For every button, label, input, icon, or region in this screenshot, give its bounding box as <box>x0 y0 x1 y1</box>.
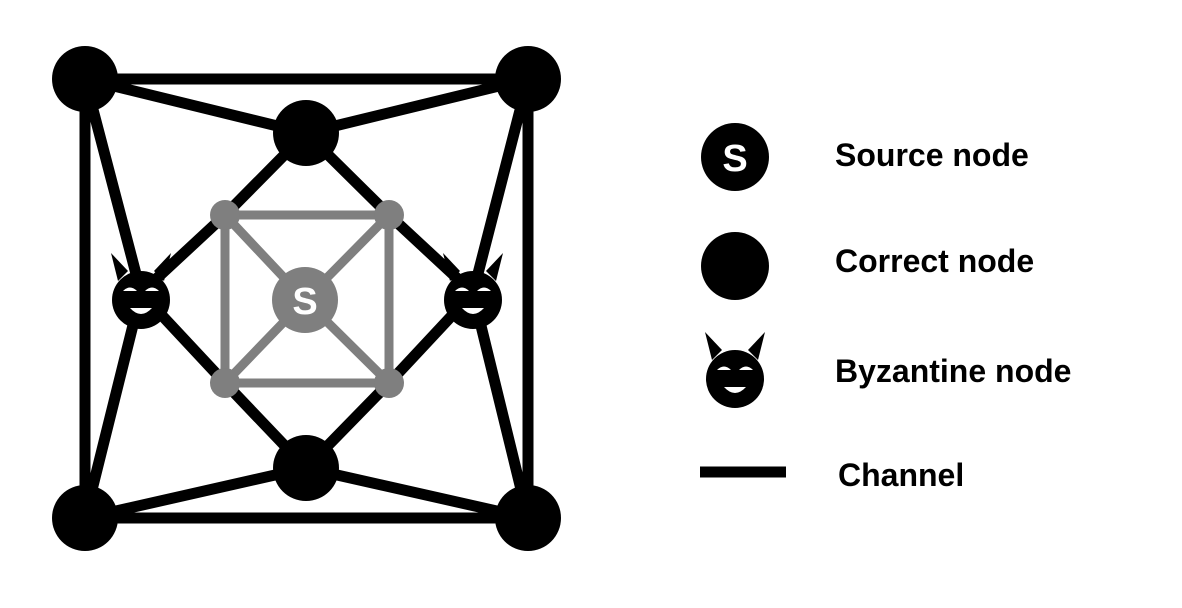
legend-item-channel: Channel <box>700 457 964 493</box>
legend-channel-label: Channel <box>838 457 964 493</box>
legend-source-letter: S <box>722 138 747 180</box>
correct-node-inner-bl <box>210 368 240 398</box>
correct-node-outer-tr <box>495 46 561 112</box>
outer-channels <box>79 73 534 524</box>
channel-outer-tl-byz-left <box>79 73 147 299</box>
legend-byzantine-label: Byzantine node <box>835 353 1071 389</box>
channel-outer-bl-mid-bottom <box>79 462 312 524</box>
source-node-letter: S <box>292 281 317 323</box>
correct-node-outer-br <box>495 485 561 551</box>
channel-outer-bl-byz-left <box>79 287 147 524</box>
legend: S Source node Correct node Byzantine nod… <box>700 123 1071 493</box>
legend-source-label: Source node <box>835 137 1029 173</box>
source-node-icon: S <box>701 123 769 191</box>
channel-outer-tr-byz-right <box>467 73 534 299</box>
correct-node-outer-bl <box>52 485 118 551</box>
byzantine-node-byz-right <box>443 253 503 329</box>
source-node: S <box>272 267 338 333</box>
correct-node-inner-tr <box>374 200 404 230</box>
legend-correct-label: Correct node <box>835 243 1034 279</box>
correct-node-outer-tl <box>52 46 118 112</box>
legend-item-correct: Correct node <box>701 232 1034 300</box>
correct-node-inner-br <box>374 368 404 398</box>
network-graph: S <box>52 46 561 551</box>
channel-outer-tr-mid-top <box>300 73 534 139</box>
network-nodes: S <box>52 46 561 551</box>
correct-node-mid-top <box>273 100 339 166</box>
correct-node-icon <box>701 232 769 300</box>
legend-item-source: S Source node <box>701 123 1029 191</box>
channel-outer-tl-mid-top <box>79 73 312 139</box>
channel-outer-br-mid-bottom <box>300 462 534 524</box>
source-node-circle <box>272 267 338 333</box>
correct-node-inner-tl <box>210 200 240 230</box>
devil-icon <box>705 332 765 408</box>
channel-outer-br-byz-right <box>467 287 534 524</box>
legend-item-byzantine: Byzantine node <box>705 332 1071 408</box>
correct-node-mid-bottom <box>273 435 339 501</box>
byzantine-node-byz-left <box>111 253 171 329</box>
